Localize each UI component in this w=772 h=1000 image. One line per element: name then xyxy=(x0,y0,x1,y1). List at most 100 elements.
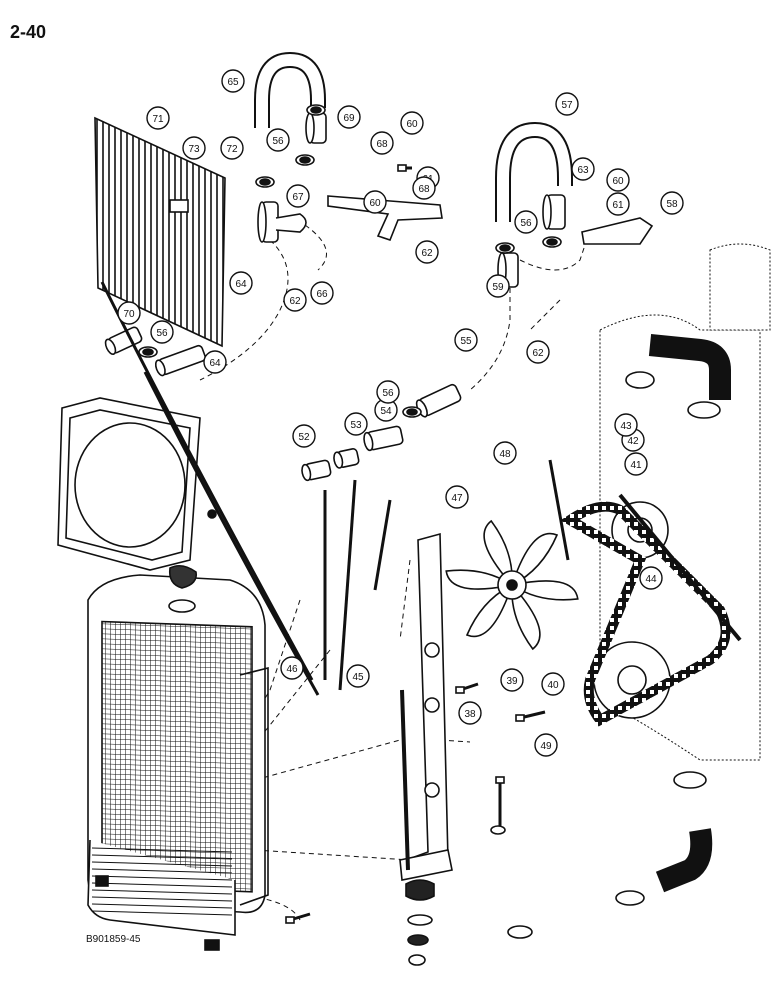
mounting-bar xyxy=(399,532,453,881)
callout-65: 65 xyxy=(221,69,245,93)
leader-line xyxy=(254,849,411,861)
callout-60: 60 xyxy=(606,168,630,192)
callout-64: 64 xyxy=(229,271,253,295)
pointer-line xyxy=(548,459,570,561)
callout-43: 43 xyxy=(614,413,638,437)
callout-59: 59 xyxy=(486,274,510,298)
callout-41: 41 xyxy=(624,452,648,476)
svg-text:60: 60 xyxy=(406,119,418,130)
svg-text:54: 54 xyxy=(380,406,392,417)
svg-text:67: 67 xyxy=(292,192,304,203)
isolator-mount xyxy=(405,879,533,966)
callout-60: 60 xyxy=(363,190,387,214)
callout-46: 46 xyxy=(280,656,304,680)
callout-55: 55 xyxy=(454,328,478,352)
svg-text:68: 68 xyxy=(376,139,388,150)
callout-49: 49 xyxy=(534,733,558,757)
svg-text:56: 56 xyxy=(520,218,532,229)
svg-text:56: 56 xyxy=(156,328,168,339)
svg-text:43: 43 xyxy=(620,421,632,432)
svg-text:45: 45 xyxy=(352,672,364,683)
tee-64 xyxy=(257,201,279,243)
drive-belt xyxy=(560,493,742,727)
leader-line xyxy=(469,288,511,391)
svg-text:70: 70 xyxy=(123,309,135,320)
sleeve-63 xyxy=(542,194,566,230)
callout-68: 68 xyxy=(412,176,436,200)
svg-text:66: 66 xyxy=(316,289,328,300)
callout-40: 40 xyxy=(541,672,565,696)
svg-text:64: 64 xyxy=(235,279,247,290)
callout-69: 69 xyxy=(337,105,361,129)
svg-text:68: 68 xyxy=(418,184,430,195)
leader-line xyxy=(254,739,401,781)
callout-60: 60 xyxy=(400,111,424,135)
leader-line xyxy=(257,649,331,741)
svg-text:69: 69 xyxy=(343,113,355,124)
svg-text:44: 44 xyxy=(645,574,657,585)
radiator xyxy=(87,574,269,951)
bolt-49 xyxy=(515,710,546,722)
svg-text:47: 47 xyxy=(451,493,463,504)
svg-text:73: 73 xyxy=(188,144,200,155)
engine-block xyxy=(593,243,771,761)
svg-text:42: 42 xyxy=(627,436,639,447)
hose-clamp xyxy=(495,242,515,254)
adapter-52 xyxy=(301,459,332,482)
callout-63: 63 xyxy=(571,157,595,181)
svg-text:65: 65 xyxy=(227,77,239,88)
callout-45: 45 xyxy=(346,664,370,688)
callout-62: 62 xyxy=(526,340,550,364)
upper-hose-65 xyxy=(254,51,326,128)
hose-clamp xyxy=(402,406,422,418)
washer xyxy=(490,825,506,835)
svg-text:62: 62 xyxy=(532,348,544,359)
callout-56: 56 xyxy=(376,380,400,404)
svg-text:71: 71 xyxy=(152,114,164,125)
callout-70: 70 xyxy=(117,301,141,325)
sleeve-69 xyxy=(305,112,327,144)
callout-48: 48 xyxy=(493,441,517,465)
svg-text:48: 48 xyxy=(499,449,511,460)
page-number: 2-40 xyxy=(10,22,47,42)
bolt-38 xyxy=(455,682,479,694)
pointer-line xyxy=(373,499,392,591)
hose-clamp xyxy=(306,104,326,116)
elbow-54 xyxy=(363,425,404,452)
bracket-58 xyxy=(581,217,654,245)
callout-62: 62 xyxy=(283,288,307,312)
callout-67: 67 xyxy=(286,184,310,208)
callout-44: 44 xyxy=(639,566,663,590)
hose-clamp xyxy=(542,236,562,248)
svg-text:59: 59 xyxy=(492,282,504,293)
hose-clamp xyxy=(295,154,315,166)
callout-58: 58 xyxy=(660,191,684,215)
svg-text:60: 60 xyxy=(369,198,381,209)
leader-line xyxy=(529,299,561,331)
svg-text:56: 56 xyxy=(382,388,394,399)
callout-39: 39 xyxy=(500,668,524,692)
svg-text:57: 57 xyxy=(561,100,573,111)
callout-47: 47 xyxy=(445,485,469,509)
callout-56: 56 xyxy=(514,210,538,234)
svg-text:46: 46 xyxy=(286,664,298,675)
svg-text:62: 62 xyxy=(421,248,433,259)
adapter-53 xyxy=(333,448,360,469)
elbow-70 xyxy=(104,326,143,356)
pointer-line xyxy=(338,479,357,691)
callout-56: 56 xyxy=(266,128,290,152)
callout-56: 56 xyxy=(150,320,174,344)
hose-clamp xyxy=(255,176,275,188)
svg-text:61: 61 xyxy=(612,200,624,211)
svg-text:52: 52 xyxy=(298,432,310,443)
callout-52: 52 xyxy=(292,424,316,448)
svg-text:49: 49 xyxy=(540,741,552,752)
figure-code: B901859-45 xyxy=(86,934,141,945)
svg-text:41: 41 xyxy=(630,460,642,471)
leader-line xyxy=(399,559,411,641)
callout-61: 61 xyxy=(606,192,630,216)
svg-text:72: 72 xyxy=(226,144,238,155)
svg-text:63: 63 xyxy=(577,165,589,176)
svg-text:40: 40 xyxy=(547,680,559,691)
